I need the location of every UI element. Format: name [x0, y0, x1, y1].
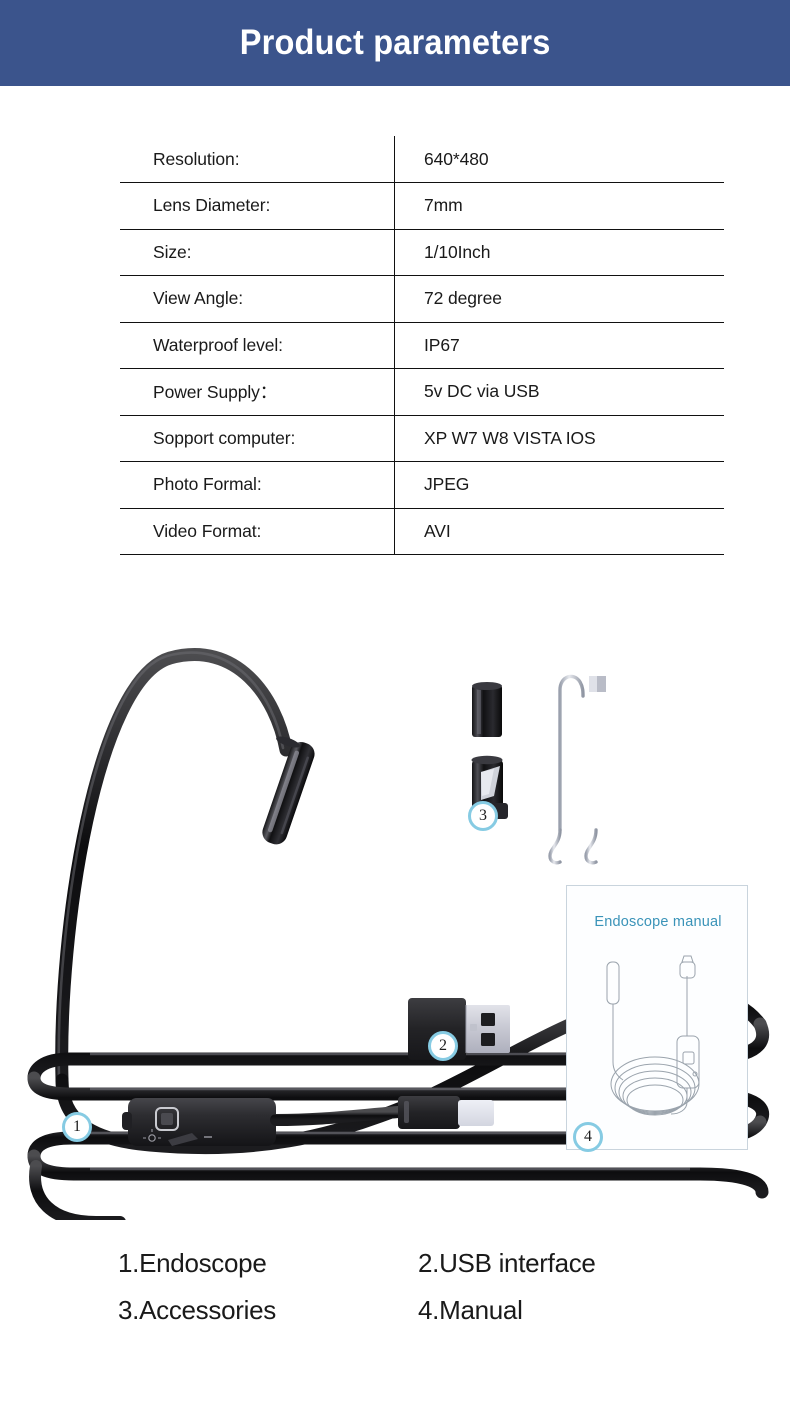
cable-control-box — [122, 1098, 404, 1146]
spec-key: Lens Diameter: — [120, 182, 395, 230]
spec-key: Photo Formal: — [120, 461, 395, 509]
page-title: Product parameters — [239, 23, 551, 62]
callout-badge-2: 2 — [428, 1031, 458, 1061]
manual-card: Endoscope manual — [566, 885, 748, 1150]
legend: 1.Endoscope 2.USB interface 3.Accessorie… — [118, 1248, 718, 1342]
manual-title: Endoscope manual — [594, 914, 722, 930]
callout-badge-3: 3 — [468, 801, 498, 831]
spec-key: View Angle: — [120, 275, 395, 323]
callout-badge-1: 1 — [62, 1112, 92, 1142]
spec-value: 640*480 — [394, 136, 724, 183]
spec-value: 5v DC via USB — [394, 368, 724, 416]
legend-row: 3.Accessories 4.Manual — [118, 1295, 718, 1326]
spec-key: Resolution: — [120, 136, 395, 183]
callout-badge-4: 4 — [573, 1122, 603, 1152]
legend-item-manual: 4.Manual — [418, 1295, 523, 1325]
legend-item-endoscope: 1.Endoscope — [118, 1248, 267, 1278]
camera-head — [262, 736, 315, 845]
table-row: Video Format: AVI — [120, 508, 724, 555]
table-row: Power Supply： 5v DC via USB — [120, 368, 724, 416]
manual-illustration — [606, 955, 700, 1116]
product-parameters-table: Resolution: 640*480 Lens Diameter: 7mm S… — [120, 136, 724, 555]
legend-item-accessories: 3.Accessories — [118, 1295, 276, 1325]
spec-value: 72 degree — [394, 275, 724, 323]
table-row: Waterproof level: IP67 — [120, 322, 724, 369]
spec-value: AVI — [394, 508, 724, 555]
accessory-cap — [472, 682, 502, 737]
legend-row: 1.Endoscope 2.USB interface — [118, 1248, 718, 1279]
spec-value: XP W7 W8 VISTA IOS — [394, 415, 724, 462]
spec-value: 1/10Inch — [394, 229, 724, 276]
spec-key: Waterproof level: — [120, 322, 395, 369]
spec-key: Size: — [120, 229, 395, 276]
table-row: View Angle: 72 degree — [120, 275, 724, 323]
accessory-hook-tool — [548, 674, 585, 865]
spec-value: JPEG — [394, 461, 724, 509]
usb-interface — [408, 998, 510, 1060]
spec-value: 7mm — [394, 182, 724, 230]
table-body: Resolution: 640*480 Lens Diameter: 7mm S… — [120, 136, 724, 555]
table-row: Size: 1/10Inch — [120, 229, 724, 276]
spec-value: IP67 — [394, 322, 724, 369]
spec-key: Video Format: — [120, 508, 395, 555]
table-row: Lens Diameter: 7mm — [120, 182, 724, 230]
cable-end-connector — [398, 1096, 494, 1129]
table-row: Photo Formal: JPEG — [120, 461, 724, 509]
page-header: Product parameters — [0, 0, 790, 86]
legend-item-usb-interface: 2.USB interface — [418, 1248, 596, 1278]
table-row: Sopport computer: XP W7 W8 VISTA IOS — [120, 415, 724, 462]
spec-key: Power Supply： — [120, 368, 395, 416]
spec-key: Sopport computer: — [120, 415, 395, 462]
accessories — [471, 674, 606, 865]
accessory-magnet-tool — [584, 676, 606, 865]
table-row: Resolution: 640*480 — [120, 136, 724, 183]
